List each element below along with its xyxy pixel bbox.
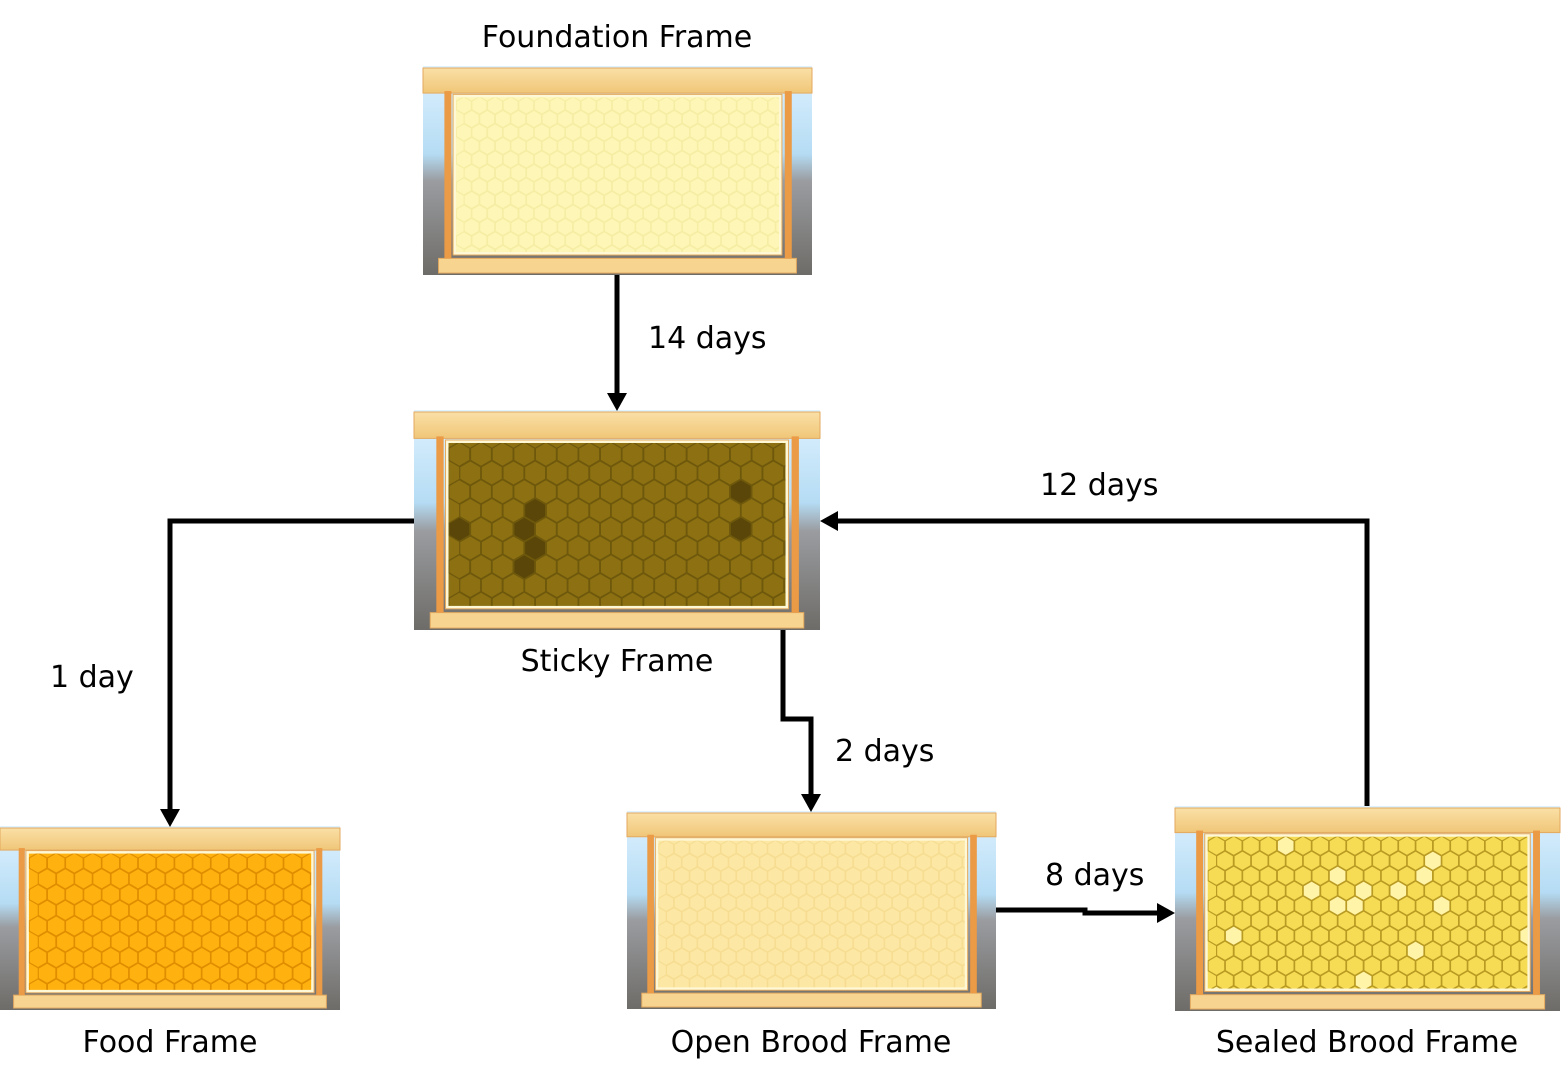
edge-label-14-days: 14 days [648,321,767,356]
frame-sticky [413,410,821,630]
arrows [160,275,1370,923]
arrowhead-sticky-to-food [160,809,180,827]
arrowhead-foundation-to-sticky [607,393,627,411]
label-open-brood-frame: Open Brood Frame [671,1025,952,1060]
edge-label-12-days: 12 days [1040,468,1159,503]
edge-label-2-days: 2 days [835,734,934,769]
frame-open-brood [626,811,997,1009]
arrow-sticky-to-open-brood [780,630,814,797]
edge-label-8-days: 8 days [1045,858,1144,893]
frame-foundation [422,66,813,275]
label-foundation-frame: Foundation Frame [482,20,752,55]
arrowhead-sticky-to-open-brood [801,794,821,812]
label-sticky-frame: Sticky Frame [521,644,714,679]
frame-food [0,826,341,1010]
edge-label-1-day: 1 day [50,660,134,695]
label-food-frame: Food Frame [83,1025,258,1060]
label-sealed-brood-frame: Sealed Brood Frame [1216,1025,1518,1060]
frame-sealed-brood [1174,806,1561,1011]
arrowhead-open-to-sealed-brood [1157,903,1175,923]
arrow-sealed-brood-to-sticky [835,518,1370,806]
arrow-sticky-to-food [167,518,414,812]
arrowhead-sealed-brood-to-sticky [820,511,838,531]
arrow-open-to-sealed-brood [996,907,1160,916]
